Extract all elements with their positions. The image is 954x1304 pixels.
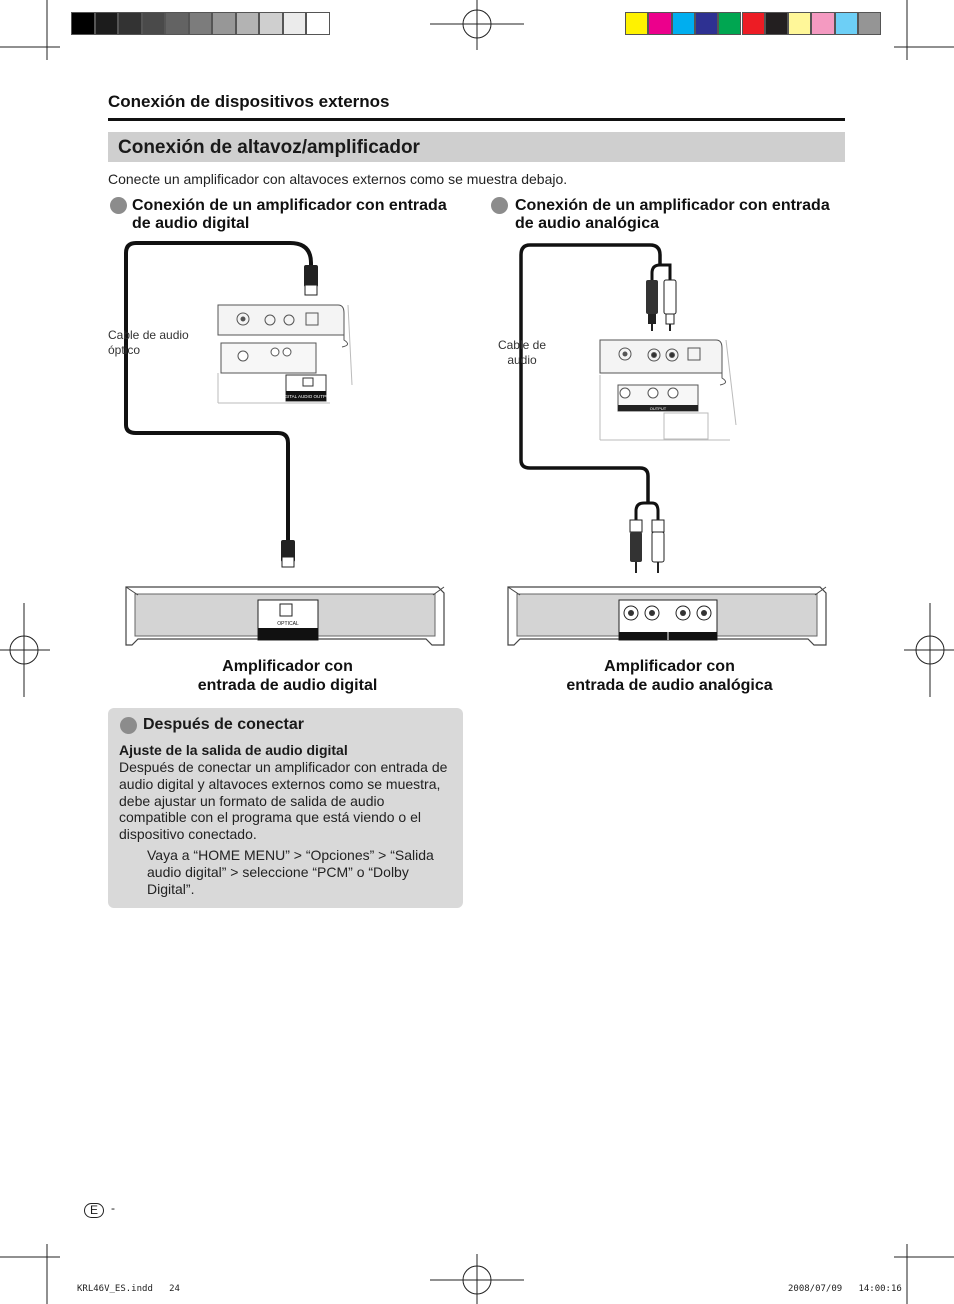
footer-timestamp: 2008/07/09 14:00:16	[788, 1284, 902, 1294]
gray-swatch	[306, 12, 330, 35]
optical-plug-top	[304, 265, 318, 296]
optical-cable-label: Cable de audio óptico	[108, 328, 189, 358]
audio-cable-label-line-2: audio	[507, 353, 537, 367]
color-swatch	[694, 12, 719, 35]
audio-cable-label-line-1: Cable de	[497, 338, 547, 352]
gray-swatch	[188, 12, 212, 35]
analog-amp-caption-line-1: Amplificador con	[604, 658, 735, 675]
digital-amplifier	[125, 586, 445, 646]
gray-swatch	[235, 12, 259, 35]
footer-filename: KRL46V_ES.indd 24	[77, 1284, 180, 1294]
digital-output-subtitle: Ajuste de la salida de audio digital	[119, 742, 348, 758]
gray-swatch	[282, 12, 306, 35]
digital-amp-caption-line-2: entrada de audio digital	[197, 677, 378, 694]
color-swatch	[648, 12, 672, 35]
audio-cable-label: Cable de audio	[496, 338, 548, 368]
amp-optical-label: OPTICAL	[277, 621, 299, 627]
tv-panel-digital	[217, 304, 353, 404]
gray-swatch	[259, 12, 283, 35]
after-connecting-title: Después de conectar	[143, 716, 304, 733]
gray-swatch	[94, 12, 118, 35]
digital-amp-caption-line-1: Amplificador con	[222, 658, 353, 675]
digital-output-description: Después de conectar un amplificador con …	[119, 759, 448, 843]
digital-amp-caption: Amplificador con entrada de audio digita…	[160, 657, 415, 695]
bullet-icon	[110, 197, 127, 214]
right-heading-line-1: Conexión de un amplificador con entrada	[515, 197, 830, 214]
gray-swatch	[165, 12, 189, 35]
optical-cable	[124, 241, 313, 541]
tv-analog-out-label: OUTPUT	[650, 406, 667, 411]
intro-text: Conecte un amplificador con altavoces ex…	[108, 171, 568, 187]
optical-plug-bottom	[281, 540, 295, 568]
color-swatch	[764, 12, 789, 35]
optical-cable-label-line-2: óptico	[108, 343, 141, 357]
gray-swatch	[71, 12, 95, 35]
left-heading-line-1: Conexión de un amplificador con entrada	[132, 197, 447, 214]
rca-plugs-bottom	[629, 519, 665, 573]
section-rule	[108, 118, 845, 121]
tv-panel-analog	[599, 339, 737, 441]
page-title: Conexión de altavoz/amplificador	[118, 137, 420, 158]
color-swatch	[811, 12, 835, 35]
gray-swatch	[118, 12, 142, 35]
language-badge: E	[84, 1203, 104, 1218]
digital-connection-diagram: DIGITAL AUDIO OUTPUT OPTICAL	[124, 241, 445, 646]
color-swatch	[741, 12, 765, 35]
tv-digital-out-label: DIGITAL AUDIO OUTPUT	[280, 394, 332, 399]
analog-audio-cable	[519, 243, 662, 503]
analog-amplifier	[507, 586, 827, 646]
bullet-icon	[491, 197, 508, 214]
analog-amp-caption: Amplificador con entrada de audio analóg…	[542, 657, 797, 695]
color-swatch	[858, 12, 882, 35]
left-heading-line-2: de audio digital	[132, 215, 250, 232]
color-swatch	[834, 12, 858, 35]
color-swatch	[671, 12, 695, 35]
bullet-icon	[120, 717, 137, 734]
page-banner: Conexión de altavoz/amplificador	[108, 132, 845, 162]
page-number-dash: -	[111, 1201, 115, 1215]
rca-plugs-top	[646, 279, 677, 331]
color-swatch	[788, 12, 812, 35]
analog-connection-diagram: OUTPUT	[507, 243, 827, 646]
color-swatch	[718, 12, 742, 35]
after-connecting-box: Después de conectar Ajuste de la salida …	[108, 708, 463, 908]
section-title: Conexión de dispositivos externos	[108, 92, 390, 111]
optical-cable-label-line-1: Cable de audio	[108, 328, 189, 342]
menu-path-instruction: Vaya a “HOME MENU” > “Opciones” > “Salid…	[147, 847, 434, 897]
analog-amp-caption-line-2: entrada de audio analógica	[566, 677, 773, 694]
right-heading-line-2: de audio analógica	[515, 215, 660, 232]
gray-swatch	[212, 12, 236, 35]
color-swatch	[625, 12, 649, 35]
gray-swatch	[141, 12, 165, 35]
